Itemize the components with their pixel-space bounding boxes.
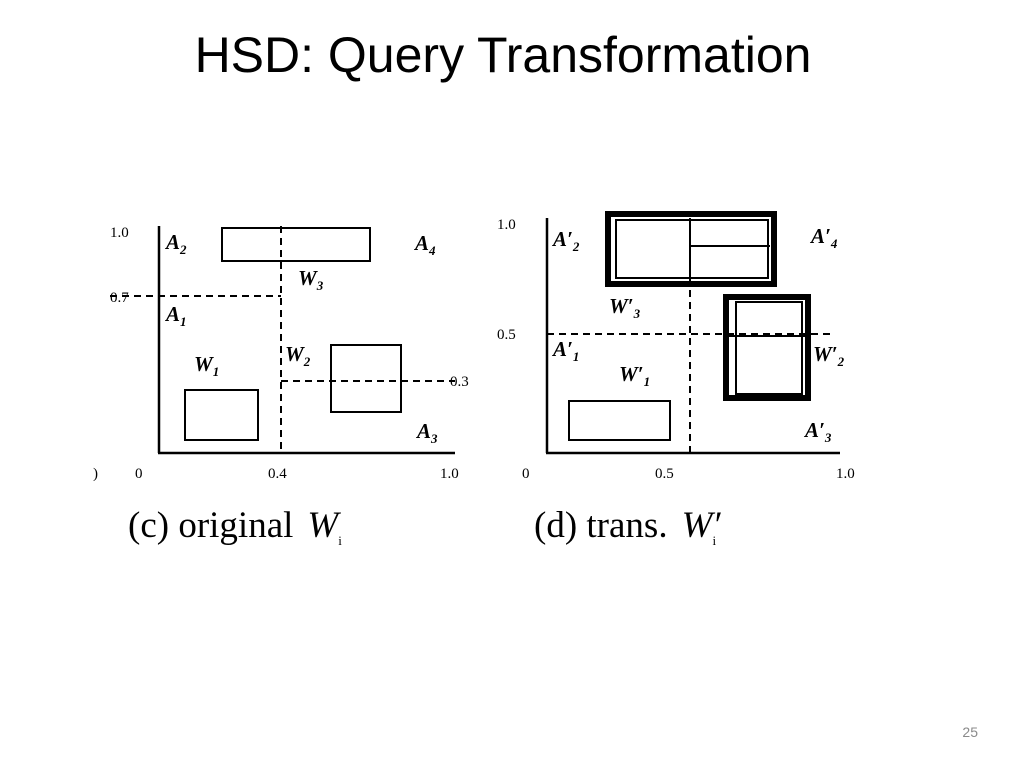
panel-d-label-a2: A′2	[551, 227, 580, 254]
panel-c-label-w2: W2	[285, 342, 311, 369]
panel-c-window-w3	[221, 227, 371, 262]
panel-d-tick-y-1-0: 1.0	[497, 217, 516, 233]
panel-c-tick-x-0: 0	[135, 466, 143, 482]
slide-number: 25	[962, 724, 978, 740]
panel-c-label-a2: A2	[164, 230, 187, 257]
panel-d-window-w3	[605, 211, 777, 287]
panel-d-tick-x-0-5: 0.5	[655, 466, 674, 482]
panel-c-window-w2	[330, 344, 402, 413]
panel-d-caption: (d) trans.W′i	[534, 505, 721, 548]
panel-d-tick-x-1-0: 1.0	[836, 466, 855, 482]
panel-c-label-a3: A3	[415, 419, 438, 446]
panel-c-label-w1: W1	[194, 352, 219, 379]
panel-c: 1.0 0.7 0 0.4 1.0 0.3 ) A2 A4 W3 A1 W1 W…	[93, 225, 469, 548]
panel-c-label-a1: A1	[164, 302, 187, 329]
panel-d-window-w2-inner	[735, 301, 803, 395]
panel-d: 1.0 0.5 0 0.5 1.0 A′2 A′4 W′3 A′1 W′1 W′…	[497, 211, 855, 548]
panel-c-label-w3: W3	[298, 266, 324, 293]
panel-c-label-a4: A4	[413, 231, 436, 258]
panel-c-tick-y-0-7: 0.7	[110, 290, 129, 306]
panel-c-tick-x-1-0: 1.0	[440, 466, 459, 482]
panel-d-label-w3: W′3	[609, 294, 641, 321]
panel-d-window-w1	[568, 400, 671, 441]
panel-d-tick-y-0-5: 0.5	[497, 327, 516, 343]
panel-c-tick-x-0-4: 0.4	[268, 466, 287, 482]
panel-d-label-a4: A′4	[809, 224, 838, 251]
slide-title: HSD: Query Transformation	[194, 27, 812, 83]
panel-c-tick-left-edge: )	[93, 466, 98, 482]
panel-d-label-w1: W′1	[619, 362, 650, 389]
panel-c-tick-y-1-0: 1.0	[110, 225, 129, 241]
panel-c-window-w1	[184, 389, 259, 441]
panel-d-label-a1: A′1	[551, 337, 579, 364]
panel-c-tick-0-3: 0.3	[450, 374, 469, 390]
panel-d-label-w2: W′2	[813, 342, 845, 369]
panel-d-window-w2	[723, 294, 811, 401]
panel-d-window-w3-inner	[615, 219, 769, 279]
panel-d-tick-x-0: 0	[522, 466, 530, 482]
panel-d-label-a3: A′3	[803, 418, 832, 445]
